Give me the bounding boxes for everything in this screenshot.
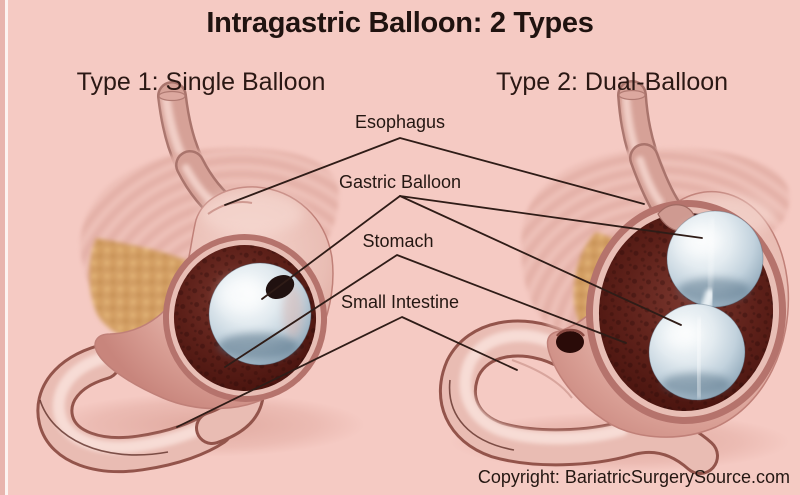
small-intestine-leader-line	[176, 316, 518, 428]
copyright-notice: Copyright: BariatricSurgerySource.com	[477, 467, 790, 487]
left-edge-highlight	[5, 0, 8, 495]
stomach-leader-line	[224, 254, 627, 368]
gastric-balloon-leader-line-bottom-right	[399, 195, 682, 326]
leader-lines	[176, 137, 703, 428]
type1-heading: Type 1: Single Balloon	[76, 68, 326, 96]
type1-illustration	[36, 81, 365, 474]
type2-balloon-bottom	[648, 303, 746, 401]
page-title: Intragastric Balloon: 2 Types	[206, 7, 594, 39]
label-esophagus: Esophagus	[354, 112, 446, 132]
left-edge-strip	[0, 0, 5, 495]
gastric-balloon-leader-line-top-right	[399, 195, 703, 239]
gastric-balloon-leader-line-left	[261, 195, 401, 300]
label-gastric-balloon: Gastric Balloon	[338, 172, 462, 192]
type1-gastric-balloon	[208, 262, 312, 366]
type2-balloon-top	[666, 210, 764, 308]
type2-illustration	[438, 80, 790, 475]
label-stomach: Stomach	[362, 231, 434, 251]
type2-heading: Type 2: Dual-Balloon	[495, 68, 729, 96]
esophagus-leader-line	[224, 137, 645, 206]
type2-pylorus	[556, 328, 585, 353]
label-small-intestine: Small Intestine	[340, 292, 460, 312]
